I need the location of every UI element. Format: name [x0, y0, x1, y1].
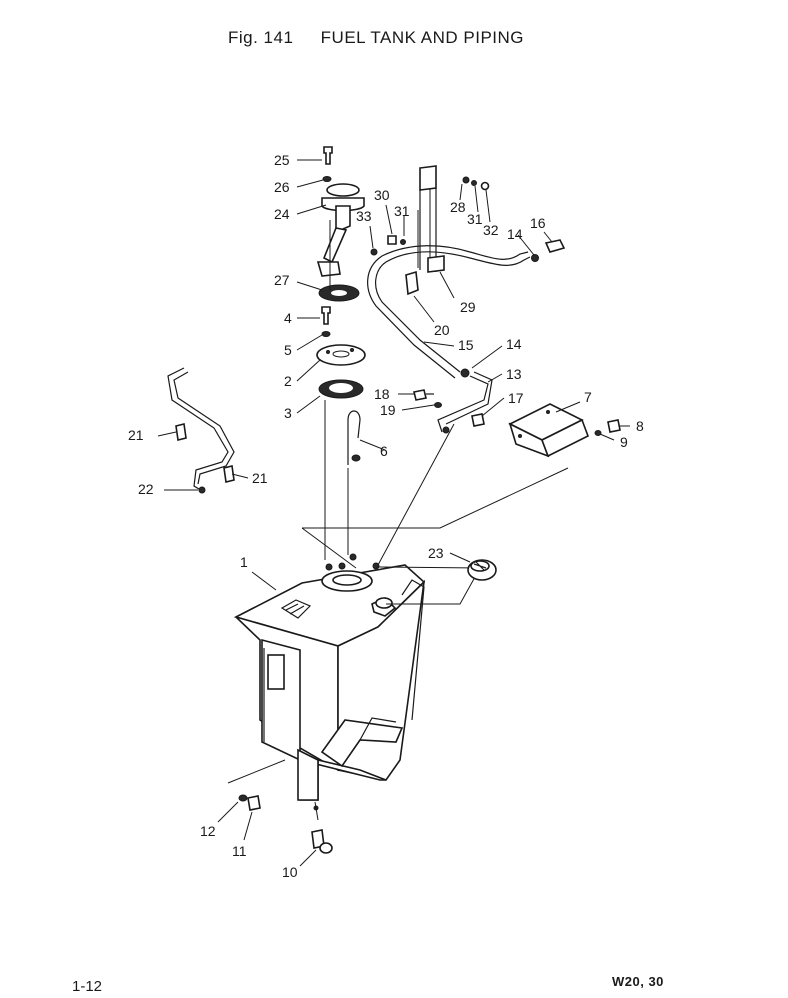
screw-17: [471, 413, 485, 427]
callout-15: 15: [458, 337, 474, 353]
gasket-3: [318, 379, 364, 399]
figure-caption: FUEL TANK AND PIPING: [320, 28, 525, 47]
callout-14a: 14: [507, 226, 523, 242]
leader-lines: [157, 159, 630, 867]
assembly-lines: [227, 178, 569, 821]
callout-14b: 14: [506, 336, 522, 352]
callout-29: 29: [460, 299, 476, 315]
callout-31a: 31: [394, 203, 410, 219]
washer-5: [321, 331, 331, 337]
callout-4: 4: [284, 310, 292, 326]
callout-24: 24: [274, 206, 290, 222]
figure-number: Fig. 141: [228, 28, 294, 47]
bolt-30: [387, 235, 397, 245]
callout-9: 9: [620, 434, 628, 450]
callout-32: 32: [483, 222, 499, 238]
clip-21a: [175, 423, 187, 441]
flange-plate-2: [316, 344, 366, 366]
callout-13: 13: [506, 366, 522, 382]
callout-2: 2: [284, 373, 292, 389]
gasket-27: [318, 284, 360, 302]
callout-7: 7: [584, 389, 592, 405]
callout-26: 26: [274, 179, 290, 195]
callout-10: 10: [282, 864, 298, 880]
callout-28: 28: [450, 199, 466, 215]
bracket-29: [419, 165, 445, 273]
bracket-7: [508, 403, 590, 458]
callout-8: 8: [636, 418, 644, 434]
return-pipe: [167, 367, 235, 493]
page-number: 1-12: [72, 978, 103, 995]
fuel-tank: [233, 553, 426, 811]
model-code: W20, 30: [612, 974, 664, 989]
fitting-13: [442, 426, 450, 434]
pipe-13: [437, 375, 489, 433]
callout-31b: 31: [467, 211, 483, 227]
clip-21b: [223, 465, 235, 483]
callout-5: 5: [284, 342, 292, 358]
washer-31a: [471, 180, 477, 186]
washer-19: [434, 402, 442, 408]
callout-labels: 25 26 24 27 4 5 2 3 6 30 31 33 28 31 32 …: [128, 152, 644, 880]
fitting-22: [198, 486, 206, 494]
bolt-33: [370, 248, 378, 256]
bolt-4: [321, 306, 331, 325]
bolt-28: [462, 176, 470, 184]
hose-clamp-14a: [531, 254, 539, 262]
callout-18: 18: [374, 386, 390, 402]
fuel-sender-unit: [316, 183, 365, 277]
screw-25: [323, 146, 333, 165]
callout-21b: 21: [252, 470, 268, 486]
washer-9: [594, 430, 602, 436]
washer-12: [238, 794, 248, 802]
callout-22: 22: [138, 481, 154, 497]
callout-20: 20: [434, 322, 450, 338]
callout-19: 19: [380, 402, 396, 418]
washer-31b: [400, 239, 406, 245]
figure-title: Fig. 141 FUEL TANK AND PIPING: [228, 28, 524, 48]
callout-11: 11: [232, 843, 247, 859]
filler-cap-23: [467, 559, 497, 581]
bolt-11: [247, 795, 261, 811]
callout-6: 6: [380, 443, 388, 459]
callout-27: 27: [274, 272, 290, 288]
bolt-18: [413, 389, 427, 401]
callout-30: 30: [374, 187, 390, 203]
callout-12: 12: [200, 823, 216, 839]
hose-clamp-14b: [460, 368, 470, 378]
callout-17: 17: [508, 390, 524, 406]
callout-3: 3: [284, 405, 292, 421]
callout-21a: 21: [128, 427, 144, 443]
drain-cock-10: [311, 829, 333, 854]
fuel-hose-15: [367, 245, 531, 379]
washer-26: [322, 176, 332, 182]
callout-25: 25: [274, 152, 290, 168]
fitting-16: [544, 239, 566, 253]
clip-20: [405, 270, 419, 296]
bolt-8: [607, 419, 621, 433]
callout-1: 1: [240, 554, 248, 570]
callout-16: 16: [530, 215, 546, 231]
callout-23: 23: [428, 545, 444, 561]
pickup-pipe-6: [347, 410, 361, 465]
nut-32: [480, 181, 490, 191]
callout-33: 33: [356, 208, 372, 224]
